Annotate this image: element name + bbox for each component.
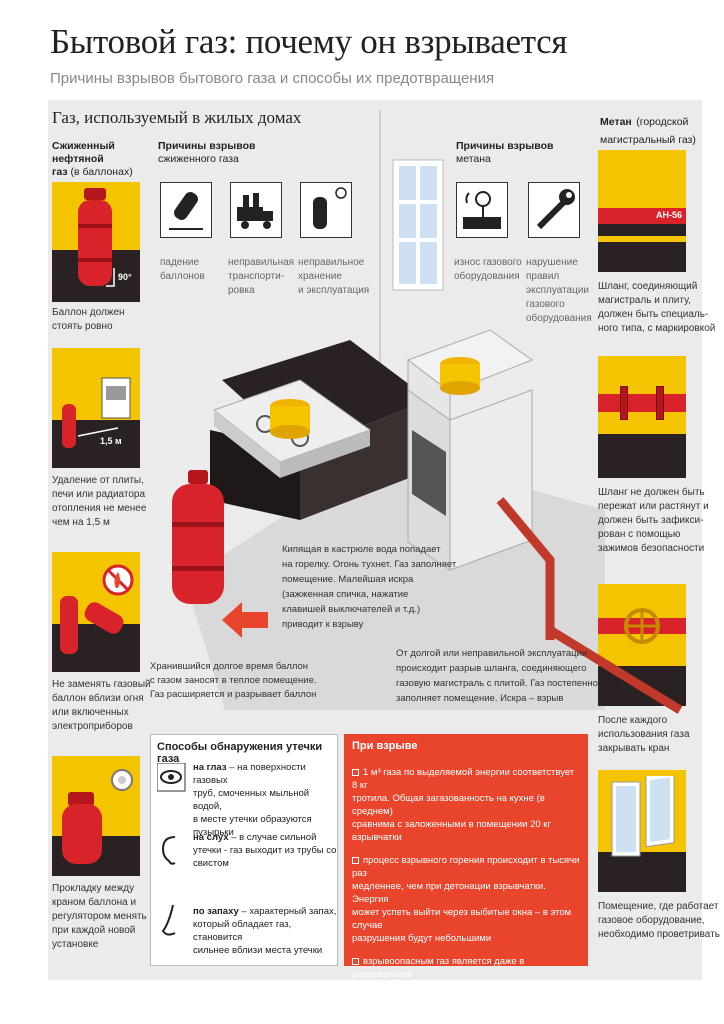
- section-title: Газ, используемый в жилых домах: [52, 108, 302, 127]
- nose-icon: [161, 904, 176, 936]
- clamp-icon: [620, 386, 628, 420]
- hose-marking: АН-56: [656, 210, 683, 220]
- pot-icon: [440, 357, 480, 395]
- explosion-item-1: 1 м³ газа по выделяемой энергии соответс…: [352, 767, 575, 843]
- methane-causes-heading: Причины взрывов метана: [456, 140, 554, 165]
- truck-icon: [230, 182, 282, 238]
- lpg-panel-gasket: [52, 756, 140, 876]
- open-window-icon: [611, 776, 675, 857]
- valve-wheel-icon: [624, 608, 660, 644]
- stove-distance-icon: [62, 377, 131, 448]
- gas-meter-icon: [456, 182, 508, 238]
- ear-icon: [161, 836, 176, 865]
- detection-method-eye: на глаз – на поверхности газовых труб, с…: [193, 762, 312, 838]
- page-title: Бытовой газ: почему он взрывается: [50, 22, 568, 61]
- lpg-heading: Сжиженный нефтяной газ (в баллонах): [52, 140, 133, 178]
- distance-label: 1,5 м: [100, 436, 122, 446]
- window-icon: [392, 159, 444, 291]
- methane-panel-clamp: [598, 356, 686, 478]
- pot-icon: [270, 399, 310, 439]
- wrench-icon: [528, 182, 580, 238]
- explosion-title: При взрыве: [352, 740, 418, 752]
- kitchen-illustration: [210, 329, 555, 640]
- large-gas-cylinder-icon: [172, 470, 224, 604]
- gasket-icon: [62, 769, 133, 864]
- sun-cylinder-icon: [300, 182, 352, 238]
- detection-title: Способы обнаружения утечки газа: [157, 741, 323, 765]
- angle-label: 90°: [118, 272, 132, 282]
- detection-box: Способы обнаружения утечки газа на глаз …: [150, 734, 338, 966]
- eye-icon: [157, 763, 186, 792]
- explosion-box: При взрыве 1 м³ газа по выделяемой энерг…: [344, 734, 588, 1019]
- gas-pipe: [545, 600, 683, 714]
- methane-panel-hose: АН-56: [598, 150, 686, 272]
- methane-heading: Метан (городской магистральный газ): [600, 116, 696, 146]
- arrow-icon: [222, 602, 268, 638]
- detection-method-ear: на слух – в случае сильной утечки - газ …: [193, 832, 337, 869]
- gas-cylinder-icon: [78, 188, 115, 287]
- lpg-panel-fire: [52, 552, 140, 672]
- falling-cylinder-icon: [160, 182, 212, 238]
- lpg-causes-heading: Причины взрывов сжиженного газа: [158, 140, 256, 165]
- page-subtitle: Причины взрывов бытового газа и способы …: [50, 70, 495, 87]
- lpg-panel-upright: 90°: [52, 182, 140, 302]
- explosion-item-2: процесс взрывного горения происходит в т…: [352, 855, 580, 944]
- methane-panel-window: [598, 770, 686, 892]
- explosion-item-3: взрывоопасным газ является даже в разреж…: [352, 956, 574, 1019]
- lpg-panel-distance: 1,5 м: [52, 348, 140, 468]
- clamp-icon: [656, 386, 664, 420]
- no-fire-icon: [60, 564, 134, 654]
- detection-method-nose: по запаху – характерный запах, который о…: [193, 906, 337, 956]
